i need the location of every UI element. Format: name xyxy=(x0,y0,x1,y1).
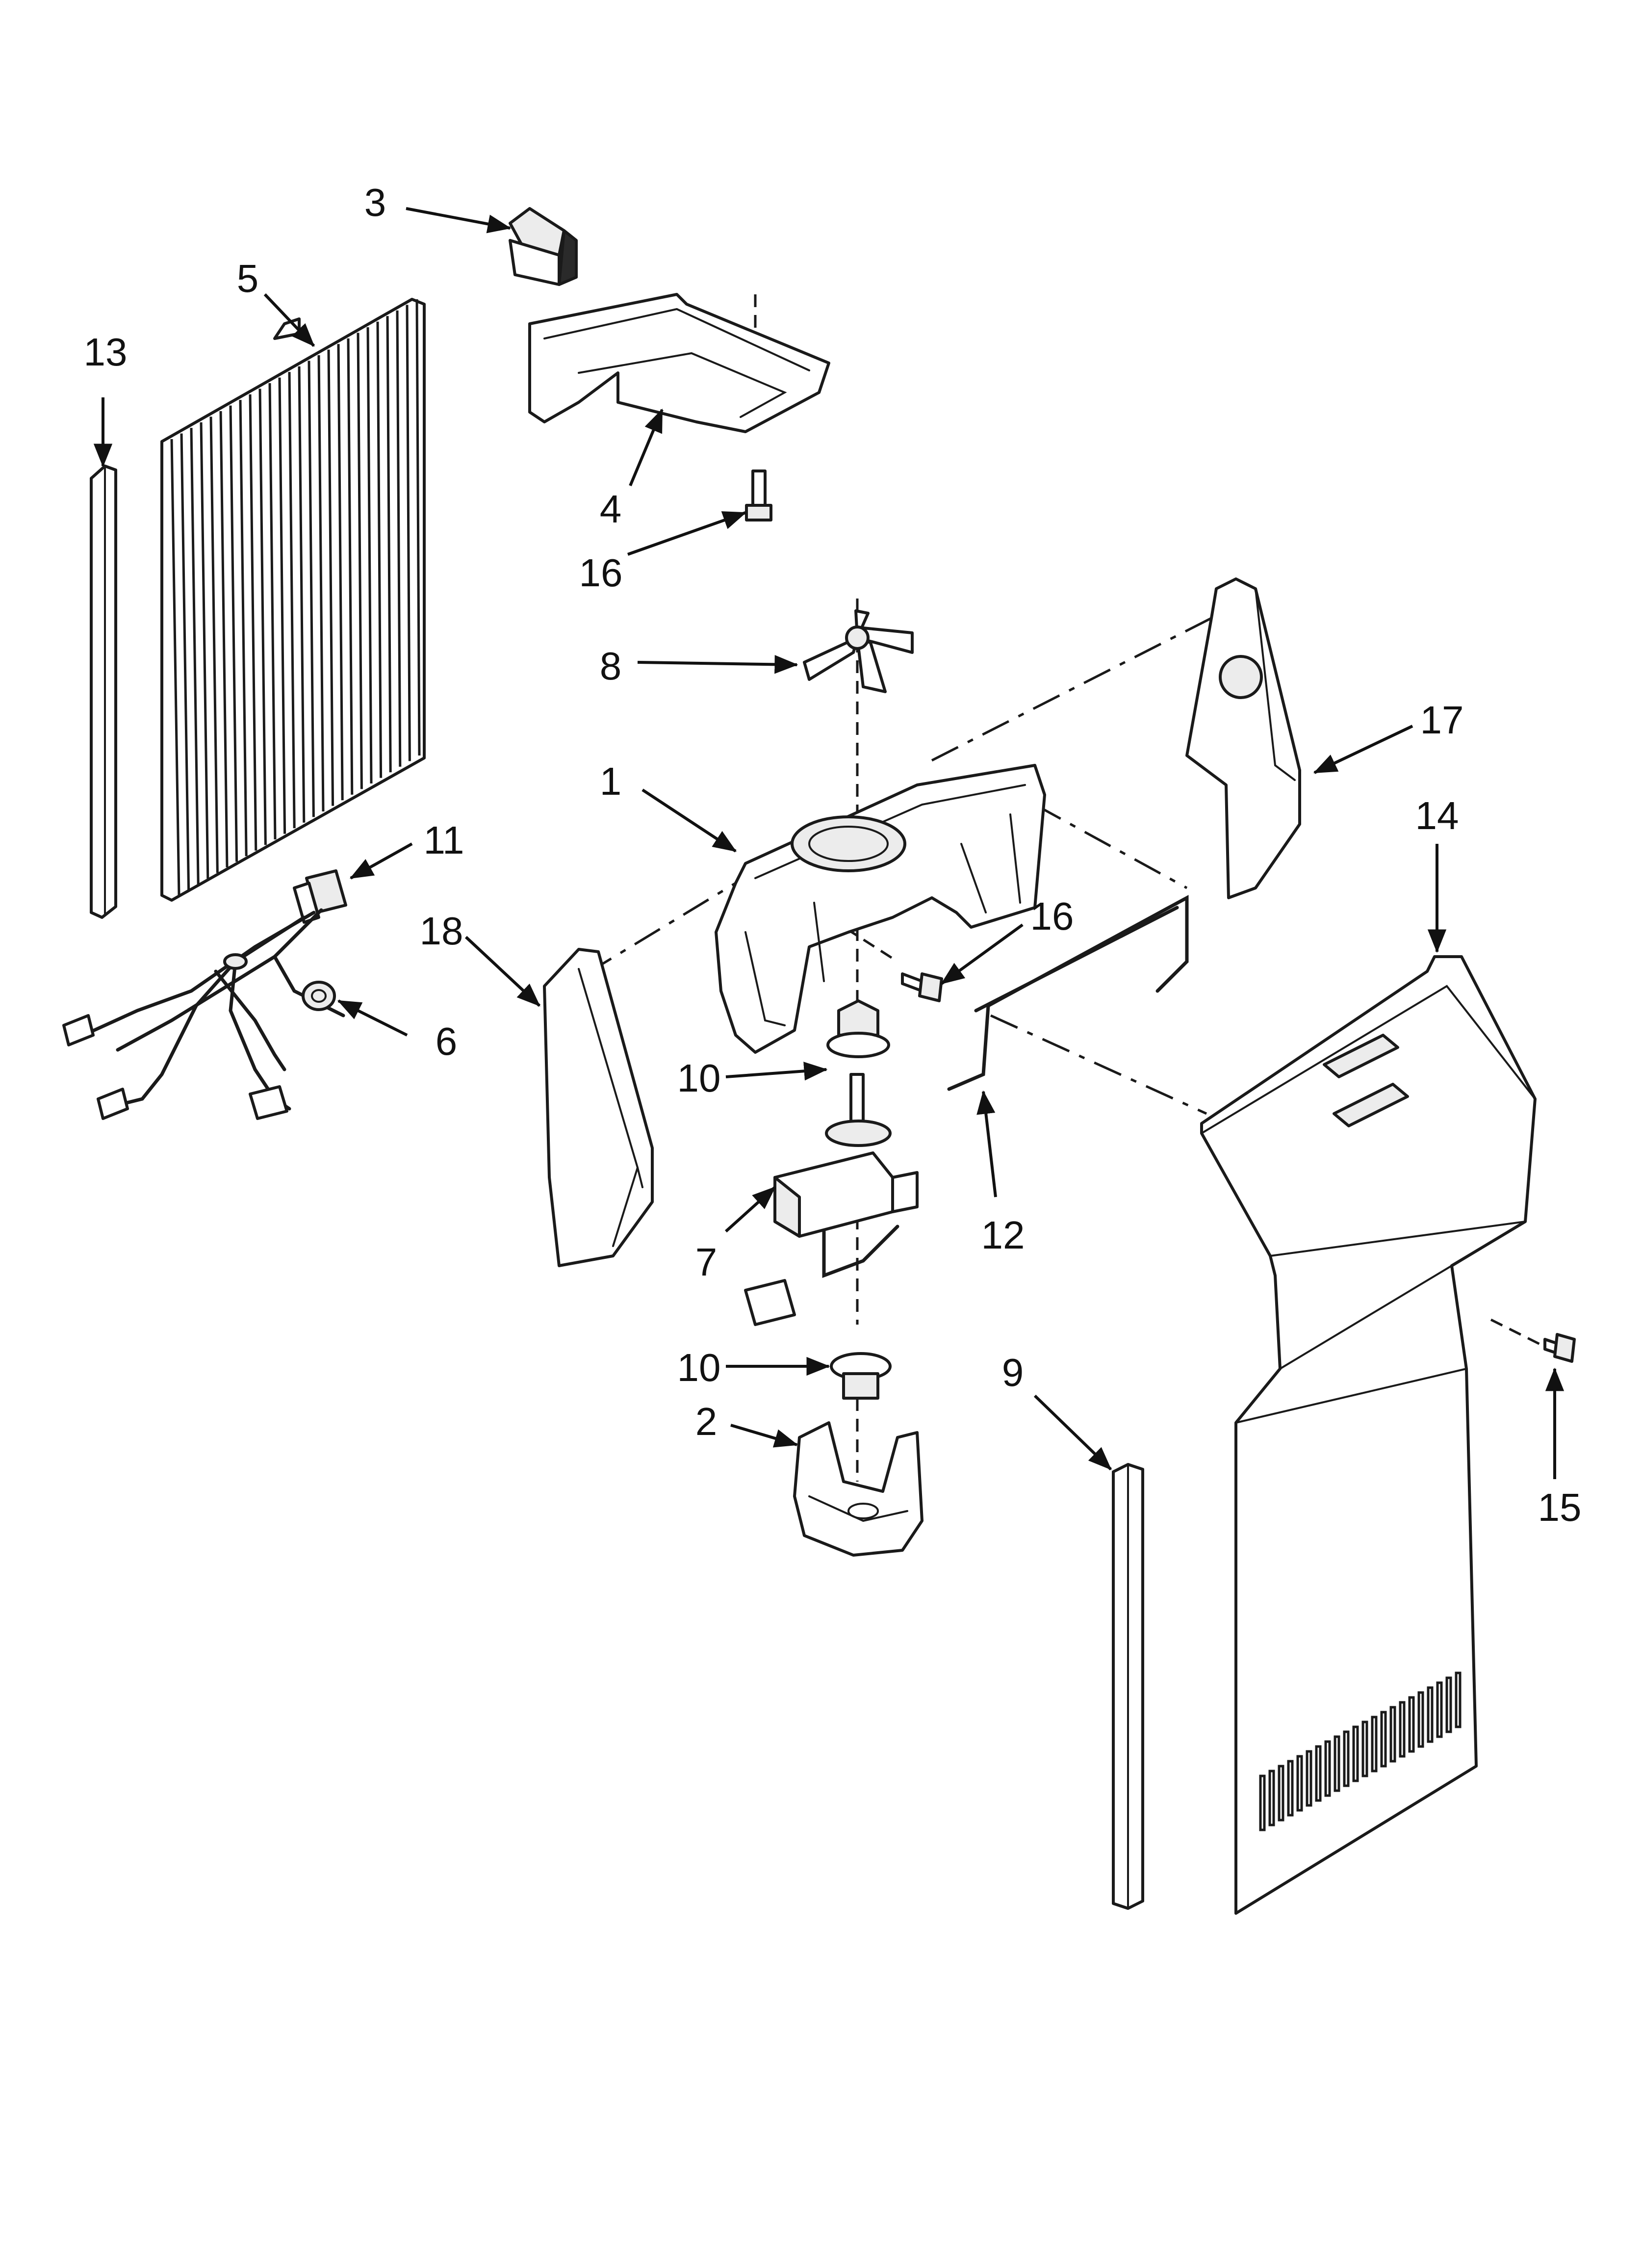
part-16-screw-side xyxy=(901,972,943,1002)
callout-4: 4 xyxy=(600,487,622,531)
callout-17: 17 xyxy=(1420,698,1464,742)
part-17-right-plate xyxy=(1185,577,1301,899)
part-12-wire-bracket xyxy=(947,895,1189,1091)
part-2-motor-bracket xyxy=(793,1421,924,1557)
callout-14: 14 xyxy=(1415,794,1459,837)
part-9-vertical-strip xyxy=(1112,1463,1144,1910)
part-7-fan-motor xyxy=(744,1073,919,1326)
callout-6: 6 xyxy=(436,1019,458,1063)
part-8-fan-blade xyxy=(803,609,914,693)
part-5-grille-panel xyxy=(160,298,426,902)
part-4-upper-duct xyxy=(528,293,830,433)
part-3-clip xyxy=(509,207,578,286)
callout-11: 11 xyxy=(423,818,464,862)
callout-16-upper: 16 xyxy=(579,551,623,595)
callout-2: 2 xyxy=(695,1400,718,1443)
part-15-screw xyxy=(1543,1333,1576,1363)
part-10-bushing-lower xyxy=(830,1352,892,1400)
callout-8: 8 xyxy=(600,644,622,688)
callout-9: 9 xyxy=(1002,1351,1024,1394)
part-18-left-plate xyxy=(543,948,654,1267)
assembly-lines xyxy=(585,294,1541,1482)
callout-1: 1 xyxy=(600,759,622,803)
callout-18: 18 xyxy=(420,909,463,953)
part-16-screw-upper xyxy=(745,469,772,521)
callout-12: 12 xyxy=(981,1213,1025,1257)
callout-10-upper: 10 xyxy=(677,1056,721,1100)
part-6-sensor xyxy=(302,981,336,1011)
callout-3: 3 xyxy=(364,181,386,224)
callout-7: 7 xyxy=(695,1240,718,1284)
part-14-rear-cover xyxy=(1200,955,1537,1915)
callout-16-side: 16 xyxy=(1030,894,1074,938)
part-10-bushing-upper xyxy=(826,999,890,1058)
callout-15: 15 xyxy=(1538,1486,1582,1529)
part-13-side-strip xyxy=(90,465,117,919)
callout-10-lower: 10 xyxy=(677,1346,721,1389)
callout-13: 13 xyxy=(84,330,128,374)
leader-lines xyxy=(93,207,1565,1479)
callout-5: 5 xyxy=(237,257,259,300)
part-11-wire-harness xyxy=(62,869,347,1120)
part-1-fan-shroud xyxy=(715,764,1046,1054)
callout-labels: 3 5 13 4 16 8 1 17 14 11 16 18 6 10 12 7… xyxy=(84,181,1582,1529)
